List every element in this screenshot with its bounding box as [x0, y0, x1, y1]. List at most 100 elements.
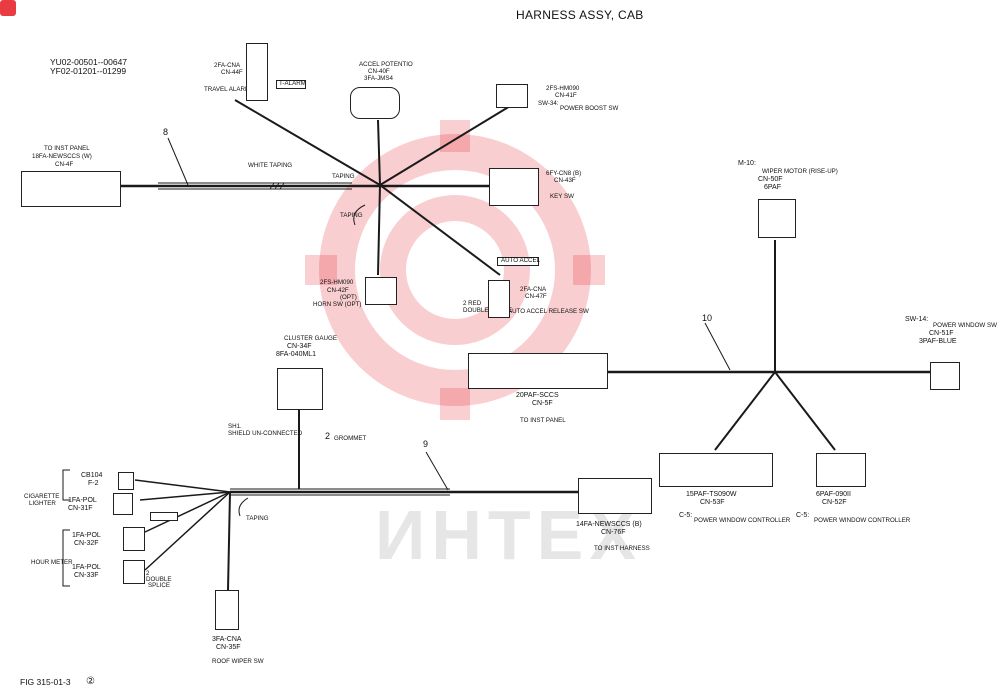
cn41f-sw: SW-34:	[538, 100, 559, 107]
cn51f-name: POWER WINDOW SW	[933, 322, 997, 329]
taping-label-2: TAPING	[340, 212, 363, 219]
cn53f-id: CN-53F	[700, 499, 725, 506]
cn44f-type: 2FA-CNA	[214, 62, 241, 69]
cn33f-note2: DOUBLE	[146, 576, 172, 583]
cn34f-connector	[277, 368, 323, 410]
cn33f-connector	[123, 560, 145, 584]
cn4f-connector	[21, 171, 121, 207]
cb104-name: CB104	[81, 472, 103, 479]
taping-label-1: TAPING	[332, 173, 355, 180]
cn42f-id: CN-42F	[327, 287, 349, 294]
cn50f-id: CN-50F	[758, 176, 783, 183]
cn76f-desc: TO INST HARNESS	[594, 545, 650, 552]
cn47f-id: CN-47F	[525, 293, 547, 300]
cn35f-id: CN-35F	[216, 644, 241, 651]
cn52f-type: 6PAF-090II	[816, 491, 851, 498]
cn32f-type: 1FA-POL	[72, 532, 101, 539]
cn51f-type: 3PAF-BLUE	[919, 338, 957, 345]
cn35f-desc: ROOF WIPER SW	[212, 658, 264, 665]
cn5f-type: 20PAF-SCCS	[516, 392, 559, 399]
cn44f-desc: TRAVEL ALARM SW	[204, 86, 262, 93]
cn35f-type: 3FA-CNA	[212, 636, 242, 643]
cn33f-type: 1FA-POL	[72, 564, 101, 571]
grommet-label: GROMMET	[334, 435, 367, 442]
cn4f-type: 18FA-NEWSCCS (W)	[32, 153, 92, 160]
cn51f-connector	[930, 362, 960, 390]
cn53f-ref: C-5:	[679, 512, 693, 519]
cn50f-type: 6PAF	[764, 184, 781, 191]
cn76f-connector	[578, 478, 652, 514]
cn51f-ref: SW-14:	[905, 316, 929, 323]
serial-range-1: YU02-00501--00647	[50, 57, 128, 67]
cn41f-desc: POWER BOOST SW	[560, 105, 619, 112]
cn47f-note1: 2 RED	[463, 300, 482, 307]
cn53f-connector	[659, 453, 773, 487]
cn44f-id: CN-44F	[221, 69, 243, 76]
cn76f-type: 14FA-NEWSCCS (B)	[576, 521, 642, 528]
cn42f-type: 2FS-HM090	[320, 279, 354, 286]
cn52f-id: CN-52F	[822, 499, 847, 506]
cn43f-desc: KEY SW	[550, 193, 574, 200]
cb104-id: F-2	[88, 480, 99, 487]
cn43f-connector	[489, 168, 539, 206]
cn33f-note1: 2	[146, 570, 150, 577]
harness-8-number: 8	[163, 127, 169, 137]
harness-10-number: 10	[702, 313, 713, 323]
cn5f-connector	[468, 353, 608, 389]
taping-label-3: TAPING	[246, 515, 269, 522]
cn43f-type: 6FY-CN8 (B)	[546, 170, 582, 177]
cn53f-desc: POWER WINDOW CONTROLLER	[694, 517, 791, 524]
cn34f-type: 8FA-040ML1	[276, 351, 317, 358]
figure-id: FIG 315-01-3	[20, 677, 71, 687]
grommet-number: 2	[325, 431, 331, 441]
harness-9-number: 9	[423, 439, 429, 449]
cn52f-connector	[816, 453, 866, 487]
cn42f-desc: HORN SW (OPT)	[313, 301, 362, 308]
cn51f-id: CN-51F	[929, 330, 954, 337]
cn41f-id: CN-41F	[555, 92, 577, 99]
cn40f-name: ACCEL POTENTIO	[359, 61, 413, 68]
cn76f-id: CN-76F	[601, 529, 626, 536]
cn31f-id: CN-31F	[68, 505, 93, 512]
page-title: HARNESS ASSY, CAB	[516, 8, 644, 22]
cb104-fuse	[118, 472, 134, 490]
cn47f-type: 2FA-CNA	[520, 286, 547, 293]
cn33f-note3: SPLICE	[148, 582, 171, 589]
cn47f-connector	[488, 280, 510, 318]
cn40f-type: 3FA-JMS4	[364, 75, 393, 82]
cn52f-desc: POWER WINDOW CONTROLLER	[814, 517, 911, 524]
cn47f-note2: DOUBLE SPLICE	[463, 307, 512, 314]
cn4f-id: CN-4F	[55, 161, 74, 168]
cn31f-type: 1FA-POL	[68, 497, 97, 504]
cn33f-id: CN-33F	[74, 572, 99, 579]
cn32f-desc: HOUR METER	[31, 559, 73, 566]
cn32f-connector	[123, 527, 145, 551]
cn47f-tag: AUTO ACCEL	[501, 257, 541, 264]
cn31f-connector	[113, 493, 133, 515]
cn35f-connector	[215, 590, 239, 630]
figure-sheet-mark: ②	[86, 676, 95, 687]
cn40f-id: CN-40F	[368, 68, 390, 75]
cn32f-tag-box	[150, 512, 178, 521]
white-taping-label: WHITE TAPING	[248, 162, 293, 169]
cn47f-tag-box	[497, 257, 539, 266]
cn50f-name: WIPER MOTOR (RISE-UP)	[762, 168, 838, 175]
cn31f-name-2: LIGHTER	[29, 500, 56, 507]
cn31f-name-1: CIGARETTE	[24, 493, 60, 500]
cn34f-name: CLUSTER GAUGE	[284, 335, 337, 342]
shield-ref: SH1.	[228, 423, 242, 430]
cn50f-connector	[758, 199, 796, 238]
cn41f-type: 2FS-HM090	[546, 85, 580, 92]
cn42f-opt: (OPT)	[340, 294, 357, 301]
cn34f-id: CN-34F	[287, 343, 312, 350]
cn43f-id: CN-43F	[554, 177, 576, 184]
cn50f-ref: M-10:	[738, 160, 756, 167]
cn4f-dest: TO INST PANEL	[44, 145, 90, 152]
cn44f-tag: T-ALARM	[279, 80, 306, 87]
cn32f-id: CN-32F	[74, 540, 99, 547]
shield-desc: SHIELD UN-CONNECTED	[228, 430, 303, 437]
cn47f-desc: AUTO ACCEL RELEASE SW	[508, 308, 589, 315]
cn40f-connector	[350, 87, 400, 119]
